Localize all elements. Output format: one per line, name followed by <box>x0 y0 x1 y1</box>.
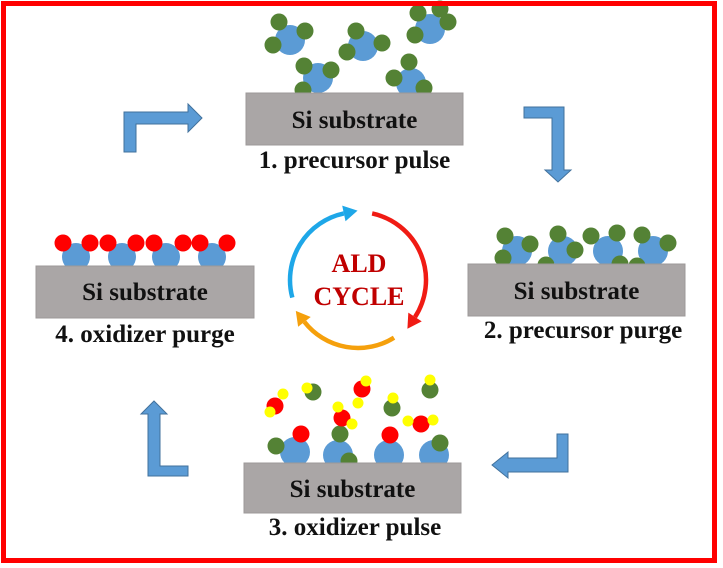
hydrogen-atom <box>387 392 399 404</box>
oxygen-atom <box>333 409 351 427</box>
cycle-arc-blue <box>287 211 345 299</box>
ligand-atom <box>267 437 285 455</box>
ligand-atom <box>409 4 427 22</box>
cycle-arrowhead-blue <box>342 205 358 222</box>
cycle-arc-red <box>371 211 429 319</box>
oxygen-atom <box>412 415 430 433</box>
arrow-to-precursor-pulse <box>123 102 203 153</box>
substrate-label: Si substrate <box>290 476 416 503</box>
oxygen-atom <box>81 234 99 252</box>
substrate-oxidizer-pulse <box>243 462 462 514</box>
molecules-precursor-purge <box>494 224 677 275</box>
hydrogen-atom <box>332 401 344 413</box>
panel-oxidizer-purge: Si substrate 4. oxidizer purge <box>35 234 255 348</box>
panel-precursor-purge: Si substrate 2. precursor purge <box>467 224 686 344</box>
ligand-atom <box>322 61 340 79</box>
step-label-oxidizer-pulse: 3. oxidizer pulse <box>269 514 441 541</box>
panel-oxidizer-pulse: Si substrate 3. oxidizer pulse <box>243 374 462 541</box>
ligand-atom <box>582 227 600 245</box>
ligand-atom <box>295 57 313 75</box>
step-label-precursor-purge: 2. precursor purge <box>484 317 682 344</box>
step-label-oxidizer-purge: 4. oxidizer purge <box>55 321 234 348</box>
metal-atom <box>62 243 90 271</box>
hydrogen-atom <box>264 406 276 418</box>
substrate-precursor-purge <box>467 263 686 317</box>
cycle-arrowhead-red <box>407 312 422 329</box>
hydrogen-atom <box>360 375 372 387</box>
arrow-to-oxidizer-pulse <box>491 433 569 480</box>
ligand-atom <box>496 227 514 245</box>
ligand-atom <box>421 381 439 399</box>
oxygen-atom <box>218 234 236 252</box>
substrate-label: Si substrate <box>82 279 208 306</box>
ligand-atom <box>383 399 401 417</box>
hydrogen-atom <box>424 374 436 386</box>
ald-cycle-graphic: ALD CYCLE <box>287 205 429 351</box>
ligand-atom <box>331 425 349 443</box>
ligand-atom <box>338 43 356 61</box>
cycle-arc-orange <box>302 320 396 351</box>
ligand-atom <box>608 224 626 242</box>
oxygen-atom <box>191 234 209 252</box>
oxygen-atom <box>145 234 163 252</box>
metal-atom <box>108 243 136 271</box>
oxygen-atom <box>174 234 192 252</box>
cycle-label-line1: ALD <box>332 249 387 278</box>
oxygen-atom <box>292 425 310 443</box>
arrow-to-oxidizer-purge <box>139 400 189 477</box>
ligand-atom <box>494 249 512 267</box>
metal-atom <box>280 437 310 467</box>
metal-atom <box>198 243 226 271</box>
cycle-arrowhead-orange <box>295 310 311 327</box>
hydrogen-atom <box>402 415 414 427</box>
oxygen-atom <box>54 234 72 252</box>
step-label-precursor-pulse: 1. precursor pulse <box>259 147 450 174</box>
ligand-atom <box>633 226 651 244</box>
oxygen-atom <box>381 426 399 444</box>
hydrogen-atom <box>427 414 439 426</box>
ligand-atom <box>270 13 288 31</box>
ligand-atom <box>385 69 403 87</box>
ligand-atom <box>659 234 677 252</box>
ligand-atom <box>373 34 391 52</box>
hydrogen-atom <box>352 397 364 409</box>
hydrogen-atom <box>277 388 289 400</box>
substrate-label: Si substrate <box>514 278 640 305</box>
molecules-oxidizer-pulse <box>264 374 449 470</box>
molecules-precursor-pulse <box>264 0 457 99</box>
substrate-label: Si substrate <box>292 107 418 134</box>
molecules-oxidizer-purge <box>54 234 236 271</box>
metal-atom <box>152 243 180 271</box>
ligand-atom <box>415 79 433 97</box>
panel-precursor-pulse: Si substrate 1. precursor pulse <box>245 0 464 174</box>
oxygen-atom <box>127 234 145 252</box>
substrate-precursor-pulse <box>245 92 464 146</box>
arrow-to-precursor-purge <box>523 106 573 183</box>
ligand-atom <box>347 22 365 40</box>
cycle-label-line2: CYCLE <box>313 282 404 311</box>
hydrogen-atom <box>346 418 358 430</box>
ligand-atom <box>521 235 539 253</box>
ligand-atom <box>431 434 449 452</box>
substrate-oxidizer-purge <box>35 265 255 319</box>
step-arrows <box>123 102 573 480</box>
ligand-atom <box>264 36 282 54</box>
hydrogen-atom <box>301 382 313 394</box>
ligand-atom <box>439 13 457 31</box>
ligand-atom <box>400 53 418 71</box>
oxygen-atom <box>99 234 117 252</box>
ligand-atom <box>406 26 424 44</box>
ligand-atom <box>296 22 314 40</box>
ligand-atom <box>549 225 567 243</box>
ligand-atom <box>566 241 584 259</box>
